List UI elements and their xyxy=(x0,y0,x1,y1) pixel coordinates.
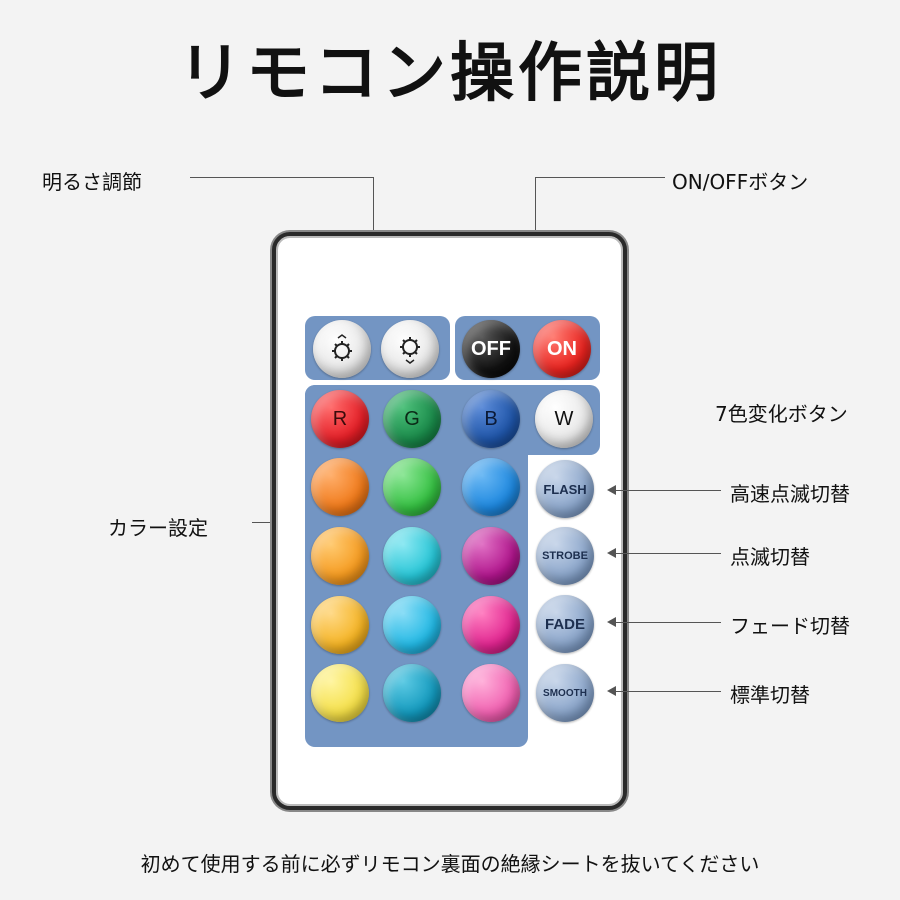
color-button[interactable] xyxy=(462,664,520,722)
brightness-down-button[interactable] xyxy=(381,320,439,378)
color-setting-label: カラー設定 xyxy=(108,516,208,540)
arrow-left-icon xyxy=(607,617,616,627)
on-button[interactable]: ON xyxy=(533,320,591,378)
green-button[interactable]: G xyxy=(383,390,441,448)
flash-connector xyxy=(615,490,721,491)
arrow-left-icon xyxy=(607,548,616,558)
red-button[interactable]: R xyxy=(311,390,369,448)
brightness-label: 明るさ調節 xyxy=(42,170,142,194)
fade-connector xyxy=(615,622,721,623)
white-button[interactable]: W xyxy=(535,390,593,448)
flash-button[interactable]: FLASH xyxy=(536,460,594,518)
color-button[interactable] xyxy=(462,596,520,654)
onoff-label: ON/OFFボタン xyxy=(672,170,809,194)
strobe-connector xyxy=(615,553,721,554)
blue-button[interactable]: B xyxy=(462,390,520,448)
color-button[interactable] xyxy=(462,458,520,516)
color-button[interactable] xyxy=(383,527,441,585)
fade-button[interactable]: FADE xyxy=(536,595,594,653)
color-button[interactable] xyxy=(311,664,369,722)
smooth-connector xyxy=(615,691,721,692)
brightness-connector-h xyxy=(190,177,373,178)
color-button[interactable] xyxy=(462,527,520,585)
strobe-label: 点滅切替 xyxy=(730,545,810,569)
arrow-left-icon xyxy=(607,686,616,696)
sun-down-icon xyxy=(400,337,420,364)
smooth-button[interactable]: SMOOTH xyxy=(536,664,594,722)
color-button[interactable] xyxy=(383,664,441,722)
sun-up-icon xyxy=(332,334,352,361)
brightness-up-button[interactable] xyxy=(313,320,371,378)
page-title: リモコン操作説明 xyxy=(178,37,722,111)
smooth-label: 標準切替 xyxy=(730,683,810,707)
color-button[interactable] xyxy=(311,458,369,516)
color-button[interactable] xyxy=(311,596,369,654)
arrow-left-icon xyxy=(607,485,616,495)
color-button[interactable] xyxy=(383,596,441,654)
strobe-button[interactable]: STROBE xyxy=(536,527,594,585)
color-button[interactable] xyxy=(311,527,369,585)
seven-color-label: 7色変化ボタン xyxy=(715,402,848,426)
flash-label: 高速点滅切替 xyxy=(730,482,850,506)
fade-label: フェード切替 xyxy=(730,614,850,638)
onoff-connector-h xyxy=(535,177,665,178)
color-button[interactable] xyxy=(383,458,441,516)
off-button[interactable]: OFF xyxy=(462,320,520,378)
footer-note: 初めて使用する前に必ずリモコン裏面の絶縁シートを抜いてください xyxy=(140,852,760,876)
